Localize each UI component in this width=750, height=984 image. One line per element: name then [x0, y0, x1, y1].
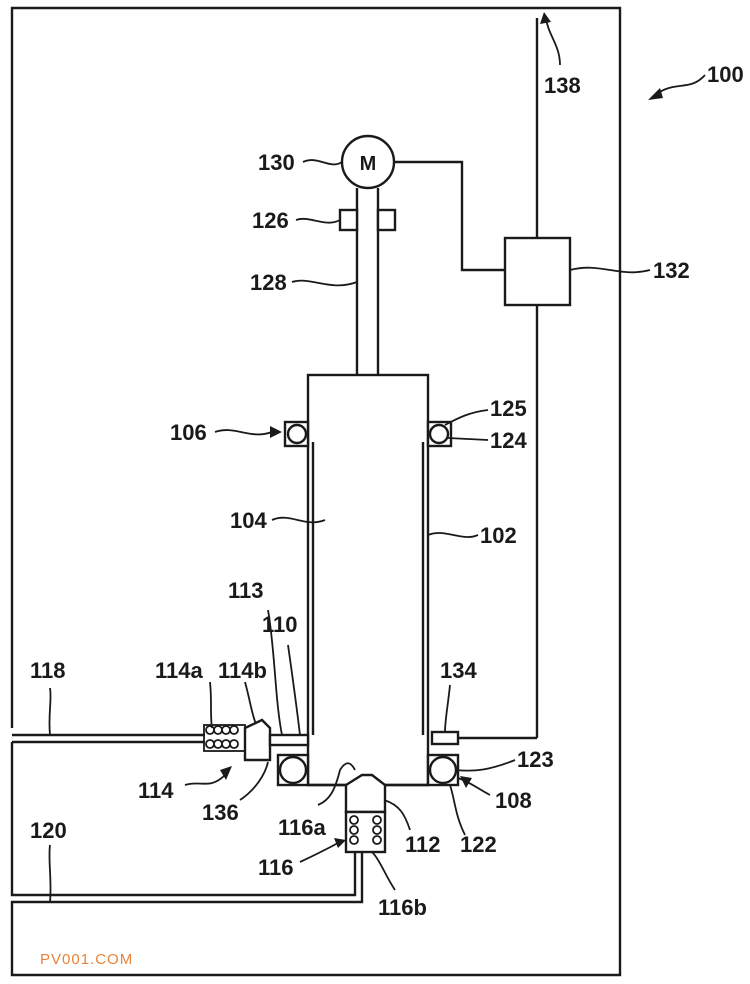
seal-124-ring — [428, 423, 450, 445]
label-112: 112 — [405, 832, 441, 857]
label-116a: 116a — [278, 815, 326, 840]
seal-left-ring — [278, 755, 308, 785]
label-102: 102 — [480, 523, 517, 548]
reference-labels: 100 138 130 126 128 132 106 125 124 104 … — [30, 62, 744, 920]
label-124: 124 — [490, 428, 527, 453]
label-138: 138 — [544, 73, 581, 98]
label-128: 128 — [250, 270, 287, 295]
seal-122-ring — [428, 755, 458, 785]
label-108: 108 — [495, 788, 532, 813]
motor-letter: M — [360, 153, 377, 175]
valve-114b — [243, 718, 272, 762]
label-125: 125 — [490, 396, 527, 421]
label-118: 118 — [30, 658, 66, 683]
label-114a: 114a — [155, 658, 203, 683]
label-123: 123 — [517, 747, 554, 772]
label-120: 120 — [30, 818, 67, 843]
valve-116a — [344, 773, 387, 814]
label-130: 130 — [258, 150, 295, 175]
label-126: 126 — [252, 208, 289, 233]
label-114: 114 — [138, 778, 174, 803]
bearing-126-left — [338, 208, 359, 232]
bearing-126-right — [376, 208, 397, 232]
control-unit-132 — [503, 236, 572, 307]
label-100: 100 — [707, 62, 744, 87]
lower-block-left — [10, 742, 357, 897]
label-116b: 116b — [378, 895, 427, 920]
sensor-134 — [430, 730, 460, 746]
port-136 — [268, 733, 310, 747]
label-110: 110 — [262, 612, 298, 637]
label-113: 113 — [228, 578, 264, 603]
motor-wire — [394, 160, 505, 272]
label-134: 134 — [440, 658, 477, 683]
spring-116b — [349, 815, 382, 845]
label-132: 132 — [653, 258, 690, 283]
label-114b: 114b — [218, 658, 267, 683]
spring-114a — [203, 724, 246, 752]
leader-lines — [48, 12, 706, 903]
label-122: 122 — [460, 832, 497, 857]
label-104: 104 — [230, 508, 267, 533]
outer-frame — [10, 6, 622, 977]
piston-104 — [306, 373, 430, 787]
label-106: 106 — [170, 420, 207, 445]
label-116: 116 — [258, 855, 294, 880]
seal-106-ring — [286, 423, 308, 445]
watermark: PV001.COM — [40, 951, 133, 968]
valve-116-body — [344, 810, 387, 854]
label-136: 136 — [202, 800, 239, 825]
